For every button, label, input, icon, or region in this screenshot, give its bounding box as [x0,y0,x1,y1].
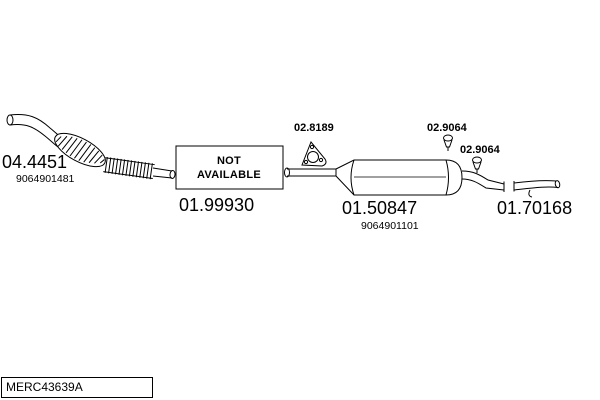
front-pipe-open-end [6,114,14,126]
tail-pipe-drawing [461,170,561,198]
gasket-part-number: 02.8189 [294,122,334,134]
muffler-left-seam [350,159,355,196]
muffler-ref-number: 9064901101 [361,220,419,232]
front-pipe-end-flange [169,170,176,179]
not-available-text-line2: AVAILABLE [197,169,261,181]
flex-pipe-section [103,156,155,180]
clamp-a-part-number: 02.9064 [427,122,468,134]
clamp-icon [443,134,453,151]
tail-pipe-part-number: 01.70168 [497,198,572,218]
muffler-body [335,159,463,196]
muffler-right-seam [445,159,449,196]
catalyst-hatching [55,135,105,164]
front-pipe-ref-number: 9064901481 [16,173,75,185]
muffler-inlet-flange [284,167,290,178]
outlet-pipe-bottom [461,178,505,191]
front-pipe-drawing [6,114,176,180]
gasket-icon [301,141,327,167]
not-available-box [175,145,284,190]
front-pipe-end-bottom [152,175,173,179]
diagram-code-box: MERC43639A [1,377,153,398]
outlet-pipe-top [461,170,505,185]
not-available-text-line1: NOT [217,155,241,167]
catalyst-body [54,132,106,168]
flex-pipe-corrugation [104,156,153,180]
diagram-code: MERC43639A [6,380,83,394]
front-pipe-top-outline [9,114,64,140]
front-pipe-bottom-outline [9,124,59,148]
clamp-b-part-number: 02.9064 [460,144,501,156]
front-pipe-end-top [152,167,173,172]
muffler-drawing [284,159,463,196]
clamp-icon [472,156,482,173]
tail-pipe-bottom [513,186,559,191]
front-pipe-part-number: 04.4451 [2,152,67,172]
muffler-part-number: 01.50847 [342,198,417,218]
tail-pipe-top [513,180,557,184]
tail-pipe-tip [554,180,561,189]
middle-pipe-part-number: 01.99930 [179,195,254,215]
tail-pipe-hanger [528,189,533,198]
